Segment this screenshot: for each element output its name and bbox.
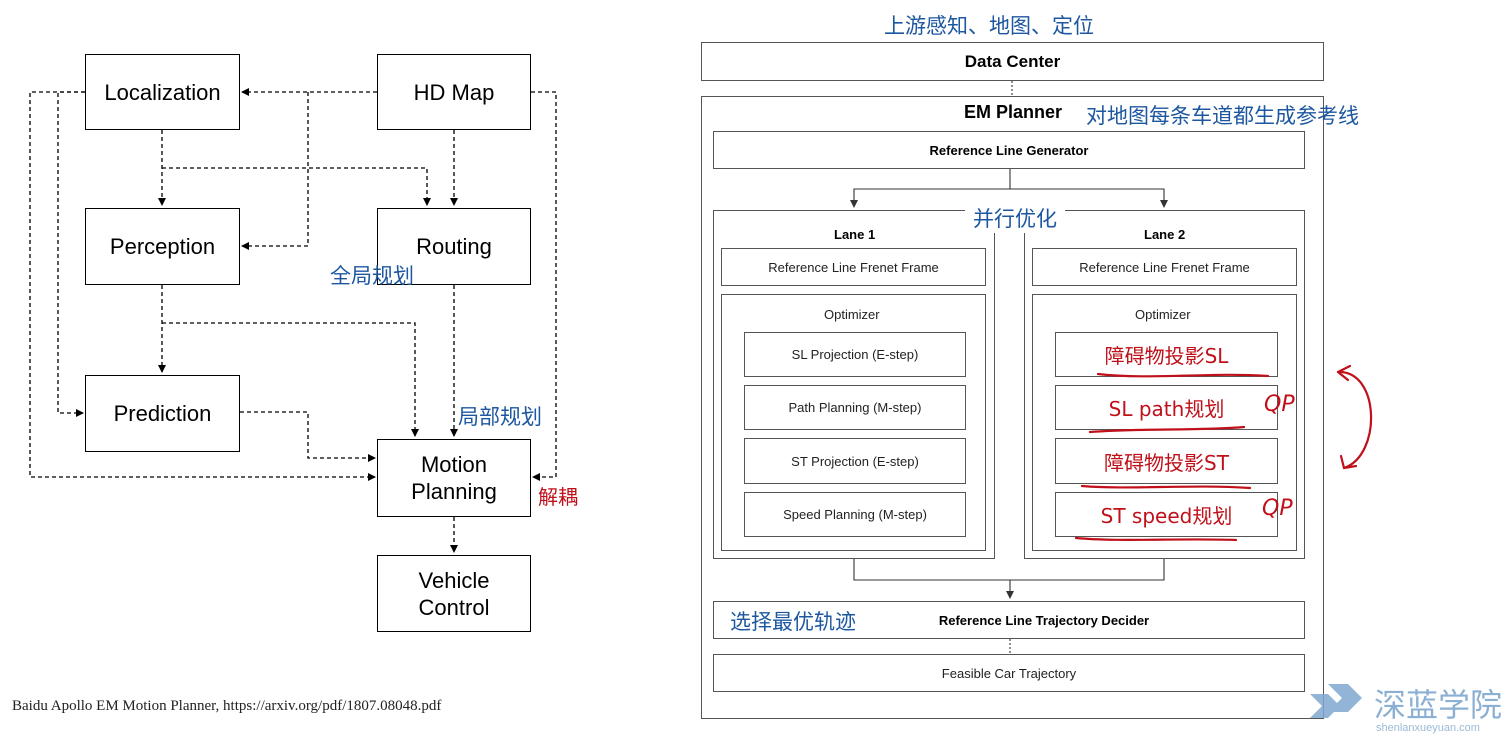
lane-1-step-label: ST Projection (E-step): [791, 453, 919, 469]
underline-red-3: [1080, 484, 1252, 490]
annotation-em-planner: 对地图每条车道都生成参考线: [1086, 104, 1359, 128]
annotation-upstream: 上游感知、地图、定位: [884, 14, 1094, 38]
lane-2-step-obstacle-sl: 障碍物投影SL: [1055, 332, 1278, 377]
feasible-trajectory-label: Feasible Car Trajectory: [941, 665, 1077, 681]
lane-2-frenet-box: Reference Line Frenet Frame: [1032, 248, 1297, 286]
connector-lanes-decider: [853, 559, 1165, 598]
node-motion-planning-line2: Planning: [411, 479, 497, 504]
lane-1-optimizer-frame: [721, 294, 986, 551]
edge-localization-motion: [29, 91, 376, 481]
connector-generator-lane2: [1010, 188, 1168, 208]
lane-2-step-label: 障碍物投影SL: [1104, 344, 1229, 368]
node-perception: Perception: [85, 208, 240, 285]
node-motion-planning: Motion Planning: [377, 439, 531, 517]
node-prediction: Prediction: [85, 375, 240, 452]
edge-perception-motion: [162, 322, 419, 437]
lane-2-step-obstacle-st: 障碍物投影ST: [1055, 438, 1278, 484]
trajectory-decider-box: Reference Line Trajectory Decider: [713, 601, 1305, 639]
lane-1-optimizer-title: Optimizer: [824, 307, 880, 322]
underline-red-4: [1074, 536, 1238, 542]
node-vehicle-control-line1: Vehicle: [418, 567, 490, 593]
lane-2-title: Lane 2: [1144, 227, 1186, 242]
feasible-trajectory-box: Feasible Car Trajectory: [713, 654, 1305, 692]
em-planner-frame: [701, 96, 1324, 719]
node-localization: Localization: [85, 54, 240, 130]
red-loop-arrowhead-bottom: [1339, 454, 1358, 470]
lane-2-optimizer-frame: [1032, 294, 1297, 551]
underline-red-2: [1088, 425, 1246, 434]
annotation-decoupling: 解耦: [538, 485, 578, 509]
node-routing-label: Routing: [416, 234, 492, 259]
lane-2-optimizer-title: Optimizer: [1135, 307, 1191, 322]
annotation-global-planning: 全局规划: [330, 264, 414, 288]
figure-caption: Baidu Apollo EM Motion Planner, https://…: [12, 698, 442, 714]
node-vehicle-control: Vehicle Control: [377, 555, 531, 632]
lane-1-frenet-box: Reference Line Frenet Frame: [721, 248, 986, 286]
watermark-sub: shenlanxueyuan.com: [1376, 722, 1480, 734]
red-loop-arrow: [1336, 370, 1373, 470]
connector-generator-lane1: [850, 169, 1011, 208]
node-perception-label: Perception: [109, 234, 216, 259]
edge-prediction-motion: [240, 411, 376, 462]
lane-2-frenet-label: Reference Line Frenet Frame: [1079, 259, 1250, 275]
lane-2-step-label: SL path规划: [1108, 397, 1225, 421]
em-planner-title: EM Planner: [964, 102, 1063, 122]
lane-1-step-path-planning: Path Planning (M-step): [744, 385, 966, 430]
edge-localization-routing: [162, 167, 431, 206]
annotation-select-best: 选择最优轨迹: [730, 610, 856, 634]
lane-1-step-st-projection: ST Projection (E-step): [744, 438, 966, 484]
edge-localization-prediction: [57, 91, 85, 417]
qp-mark-2: QP: [1262, 496, 1293, 521]
lane-1-frenet-label: Reference Line Frenet Frame: [768, 259, 939, 275]
node-vehicle-control-line2: Control: [418, 594, 490, 620]
lane-2-step-label: ST speed规划: [1100, 504, 1233, 528]
trajectory-decider-label: Reference Line Trajectory Decider: [938, 612, 1150, 628]
node-prediction-label: Prediction: [113, 401, 212, 426]
data-center-label: Data Center: [964, 51, 1061, 71]
node-hd-map: HD Map: [377, 54, 531, 130]
edge-hdmap-perception: [241, 92, 309, 250]
node-routing: Routing: [377, 208, 531, 285]
annotation-parallel: 并行优化: [965, 203, 1065, 233]
lane-2-step-label: 障碍物投影ST: [1104, 450, 1229, 475]
lane-1-step-label: Speed Planning (M-step): [783, 507, 927, 522]
watermark-main: 深蓝学院: [1374, 686, 1503, 724]
lane-1-step-label: SL Projection (E-step): [791, 347, 919, 362]
lane-1-step-sl-projection: SL Projection (E-step): [744, 332, 966, 377]
red-loop-arrowhead-top: [1336, 364, 1352, 382]
annotation-local-planning: 局部规划: [458, 405, 542, 429]
edge-hdmap-motion: [531, 91, 557, 481]
lane-2-step-st-speed: ST speed规划: [1055, 492, 1278, 537]
lane-1-step-label: Path Planning (M-step): [788, 400, 922, 415]
lane-1-frame: [713, 210, 995, 559]
reference-line-generator-label: Reference Line Generator: [929, 142, 1089, 158]
data-center-box: Data Center: [701, 42, 1324, 81]
node-hd-map-label: HD Map: [413, 79, 495, 105]
reference-line-generator-box: Reference Line Generator: [713, 131, 1305, 169]
lane-2-frame: [1024, 210, 1305, 559]
node-localization-label: Localization: [104, 79, 221, 105]
underline-red-1: [1096, 372, 1270, 378]
node-motion-planning-line1: Motion: [420, 452, 488, 477]
qp-mark-1: QP: [1264, 392, 1295, 417]
lane-1-title: Lane 1: [834, 227, 876, 242]
lane-1-step-speed-planning: Speed Planning (M-step): [744, 492, 966, 537]
